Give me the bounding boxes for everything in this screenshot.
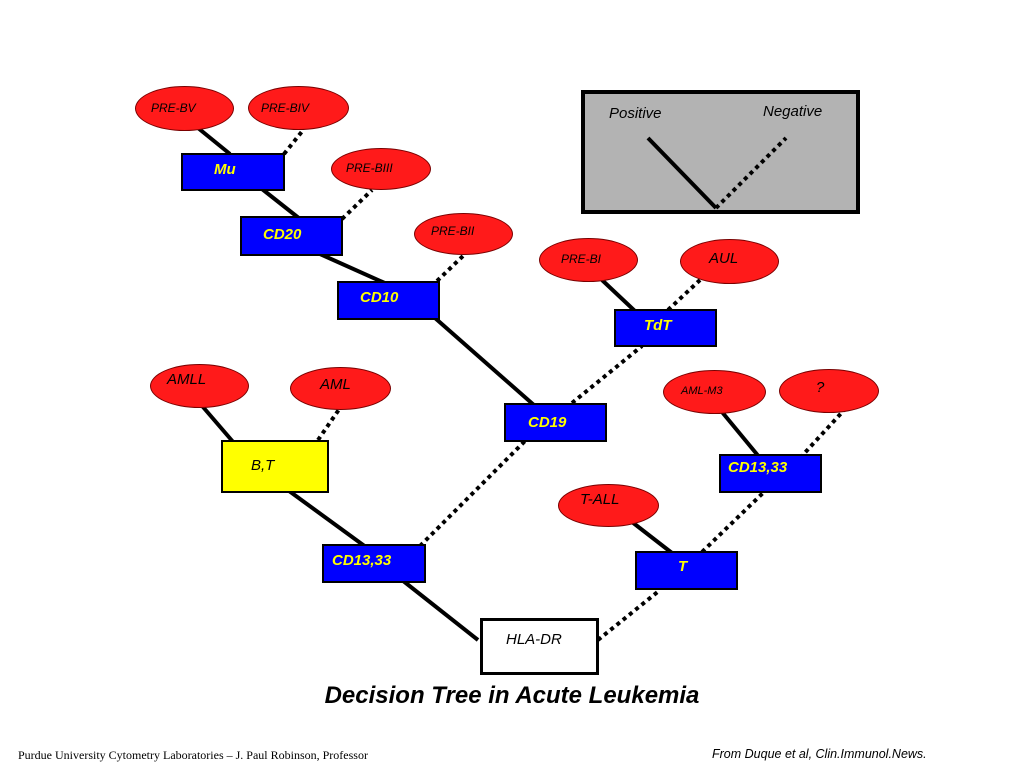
node-pre-bv: PRE-BV [135, 86, 234, 131]
node-aml-m3-label: AML-M3 [681, 385, 723, 397]
node-aml: AML [290, 367, 391, 410]
box-bt: B,T [221, 440, 329, 493]
line-t-tall [630, 520, 674, 555]
line-cd19-cd10 [433, 316, 537, 408]
box-t: T [635, 551, 738, 590]
node-pre-bi: PRE-BI [539, 238, 638, 282]
node-aml-m3: AML-M3 [663, 370, 766, 414]
node-unknown-label: ? [816, 379, 825, 396]
node-unknown: ? [779, 369, 879, 413]
legend-positive-label: Positive [609, 105, 662, 122]
legend-lines [646, 136, 788, 210]
box-cd20-label: CD20 [263, 226, 302, 243]
box-mu: Mu [181, 153, 285, 191]
box-cd13-33-right: CD13,33 [719, 454, 822, 493]
line-cd13-right-amlm3 [720, 410, 762, 460]
node-pre-bii-label: PRE-BII [431, 224, 475, 238]
footer-credit: Purdue University Cytometry Laboratories… [18, 748, 368, 762]
node-aml-label: AML [320, 376, 351, 393]
box-hla-dr: HLA-DR [480, 618, 599, 675]
node-pre-biv: PRE-BIV [248, 86, 349, 130]
node-aul-label: AUL [709, 250, 739, 267]
node-pre-biii: PRE-BIII [331, 148, 431, 190]
box-cd19: CD19 [504, 403, 607, 442]
node-pre-biii-label: PRE-BIII [346, 161, 393, 175]
legend: Positive Negative [581, 90, 860, 214]
box-cd10-label: CD10 [360, 289, 399, 306]
dash-cd13-left-cd19 [418, 438, 528, 548]
dash-cd10-preii [435, 253, 466, 283]
box-t-label: T [678, 558, 688, 575]
box-cd19-label: CD19 [528, 414, 567, 431]
box-tdt: TdT [614, 309, 717, 347]
box-hla-dr-label: HLA-DR [506, 631, 562, 648]
dash-tdt-aul [666, 278, 702, 312]
node-pre-bii: PRE-BII [414, 213, 513, 255]
box-cd10: CD10 [337, 281, 440, 320]
dash-cd19-tdt [570, 344, 644, 405]
line-cd20-mu [260, 187, 302, 221]
line-cd10-cd20 [319, 252, 388, 286]
line-cd13-left-bt [283, 486, 372, 552]
node-aul: AUL [680, 239, 779, 284]
diagram-title: Decision Tree in Acute Leukemia [324, 682, 700, 709]
node-amll-label: AMLL [167, 371, 207, 388]
node-amll: AMLL [150, 364, 249, 408]
box-bt-label: B,T [251, 457, 275, 474]
box-mu-label: Mu [214, 161, 236, 178]
node-pre-biv-label: PRE-BIV [261, 101, 310, 115]
node-t-all-label: T-ALL [580, 491, 620, 508]
box-cd13-33-right-label: CD13,33 [728, 459, 788, 476]
dash-mu-prebiv [282, 127, 306, 156]
dash-t-cd13-right [700, 490, 766, 554]
node-pre-bi-label: PRE-BI [561, 252, 602, 266]
footer-source: From Duque et al, Clin.Immunol.News. [712, 747, 927, 761]
dash-cd13-right-unknown [798, 406, 848, 460]
line-hladr-cd13-left [400, 578, 480, 642]
legend-negative-label: Negative [763, 103, 823, 120]
line-tdt-prebi [600, 278, 638, 314]
box-cd13-33-left-label: CD13,33 [332, 552, 392, 569]
node-t-all: T-ALL [558, 484, 659, 527]
box-cd20: CD20 [240, 216, 343, 256]
dash-bt-aml [316, 406, 342, 442]
box-cd13-33-left: CD13,33 [322, 544, 426, 583]
box-tdt-label: TdT [644, 317, 672, 334]
node-pre-bv-label: PRE-BV [151, 101, 196, 115]
line-mu-prebv [196, 126, 232, 156]
dash-cd20-prebiii [340, 188, 374, 221]
dash-hladr-t [596, 588, 662, 642]
